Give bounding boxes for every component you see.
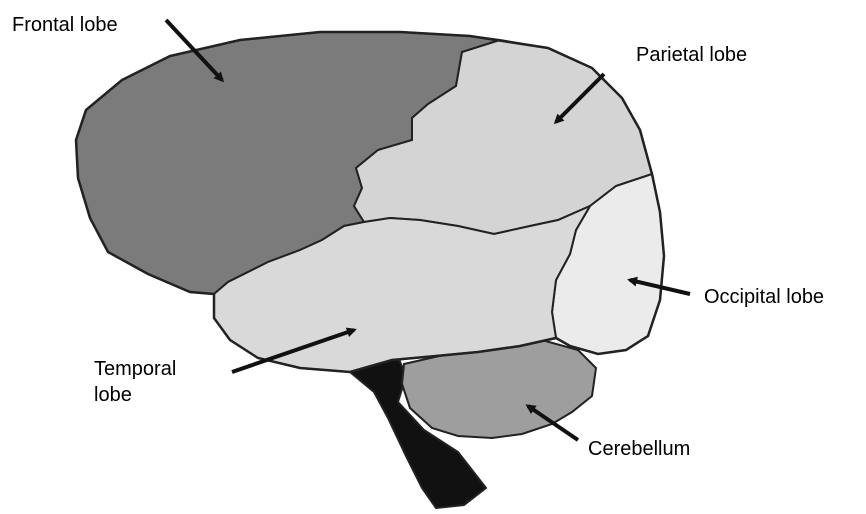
cerebellum-text: Cerebellum [588,436,690,462]
parietal-lobe-text: Parietal lobe [636,42,747,68]
occipital-lobe-text: Occipital lobe [704,284,824,310]
temporal-lobe-text-line2: lobe [94,382,176,408]
frontal-lobe-text: Frontal lobe [12,12,118,38]
frontal-lobe-label: Frontal lobe [12,12,118,38]
cerebellum-label: Cerebellum [588,436,690,462]
temporal-lobe-label: Temporal lobe [94,356,176,408]
temporal-lobe-text-line1: Temporal [94,356,176,382]
parietal-lobe-label: Parietal lobe [636,42,747,68]
occipital-lobe-label: Occipital lobe [704,284,824,310]
